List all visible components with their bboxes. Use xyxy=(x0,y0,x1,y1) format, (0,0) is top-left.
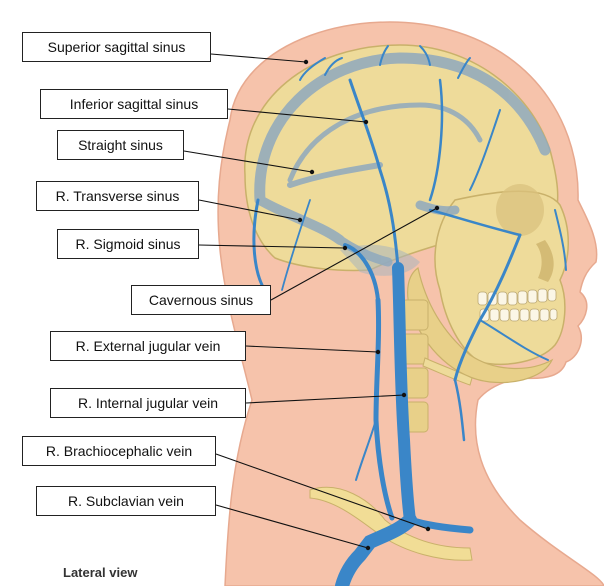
label-r-external-jugular-vein: R. External jugular vein xyxy=(50,331,246,361)
orbit xyxy=(496,184,544,236)
leader-line-superior-sagittal-sinus xyxy=(210,53,307,63)
leader-line-cavernous-sinus xyxy=(270,207,438,301)
leader-lines xyxy=(183,53,438,549)
nasal-cavity xyxy=(536,240,554,282)
label-r-brachiocephalic-vein: R. Brachiocephalic vein xyxy=(22,436,216,466)
label-r-internal-jugular-vein: R. Internal jugular vein xyxy=(50,388,246,418)
leader-line-r-subclavian-vein xyxy=(215,504,369,549)
leader-line-inferior-sagittal-sinus xyxy=(227,108,367,123)
teeth xyxy=(477,288,558,322)
venous-network xyxy=(252,45,567,586)
leader-line-r-transverse-sinus xyxy=(198,199,301,221)
label-r-transverse-sinus: R. Transverse sinus xyxy=(36,181,199,211)
leader-line-r-sigmoid-sinus xyxy=(198,244,346,249)
label-r-subclavian-vein: R. Subclavian vein xyxy=(36,486,216,516)
leader-line-r-brachiocephalic-vein xyxy=(215,453,429,530)
clavicle xyxy=(309,486,473,561)
hyoid-bone xyxy=(422,357,473,386)
label-inferior-sagittal-sinus: Inferior sagittal sinus xyxy=(40,89,228,119)
label-straight-sinus: Straight sinus xyxy=(57,130,184,160)
leader-line-r-external-jugular-vein xyxy=(245,345,379,353)
leader-arrowheads xyxy=(297,59,440,551)
label-cavernous-sinus: Cavernous sinus xyxy=(131,285,271,315)
leader-line-straight-sinus xyxy=(183,150,313,173)
leader-line-r-internal-jugular-vein xyxy=(245,394,405,404)
label-r-sigmoid-sinus: R. Sigmoid sinus xyxy=(57,229,199,259)
figure-caption: Lateral view xyxy=(63,565,138,580)
label-superior-sagittal-sinus: Superior sagittal sinus xyxy=(22,32,211,62)
